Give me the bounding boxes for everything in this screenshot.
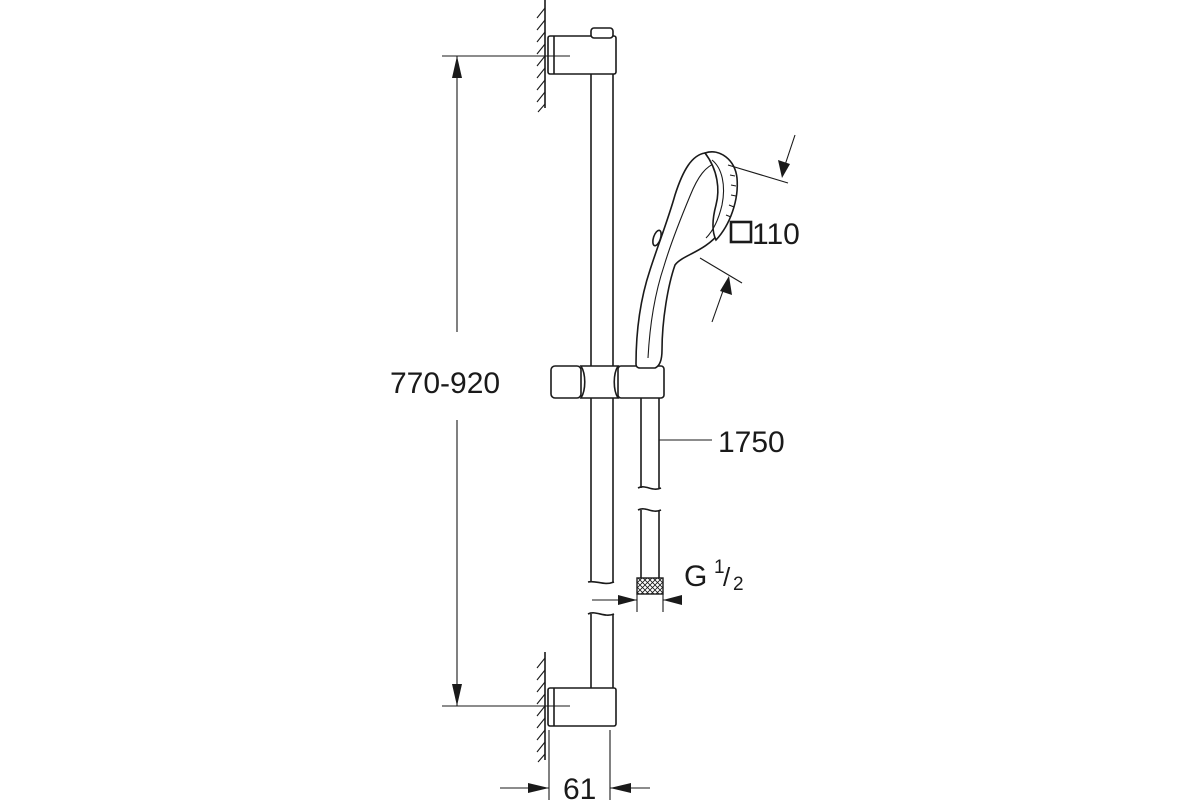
connection-dimension <box>592 594 682 612</box>
upper-wall-hatching <box>536 0 546 113</box>
shower-hose <box>636 398 664 595</box>
height-range-label: 770-920 <box>390 367 500 400</box>
connection-denominator: 2 <box>733 574 744 595</box>
handshower <box>635 151 739 369</box>
lower-wall-bracket <box>547 687 617 727</box>
height-arrow-bottom <box>452 684 462 706</box>
wall-distance-label: 61 <box>563 773 596 800</box>
height-dimension <box>442 55 570 707</box>
connection-slash: / <box>723 562 731 592</box>
lower-wall-hatching <box>536 652 546 763</box>
connection-numerator: 1 <box>714 557 725 578</box>
handshower-slider <box>550 365 665 399</box>
hose-length-label: 1750 <box>718 426 785 459</box>
connection-thread-label: G <box>684 560 707 593</box>
wall-distance-dimension <box>500 730 650 800</box>
slide-rail <box>587 74 615 690</box>
handshower-size-label: 110 <box>752 218 800 251</box>
upper-wall-bracket <box>547 27 617 75</box>
height-arrow-top <box>452 56 462 78</box>
square-dimension-icon <box>729 220 753 244</box>
handshower-size-dimension <box>699 134 796 323</box>
